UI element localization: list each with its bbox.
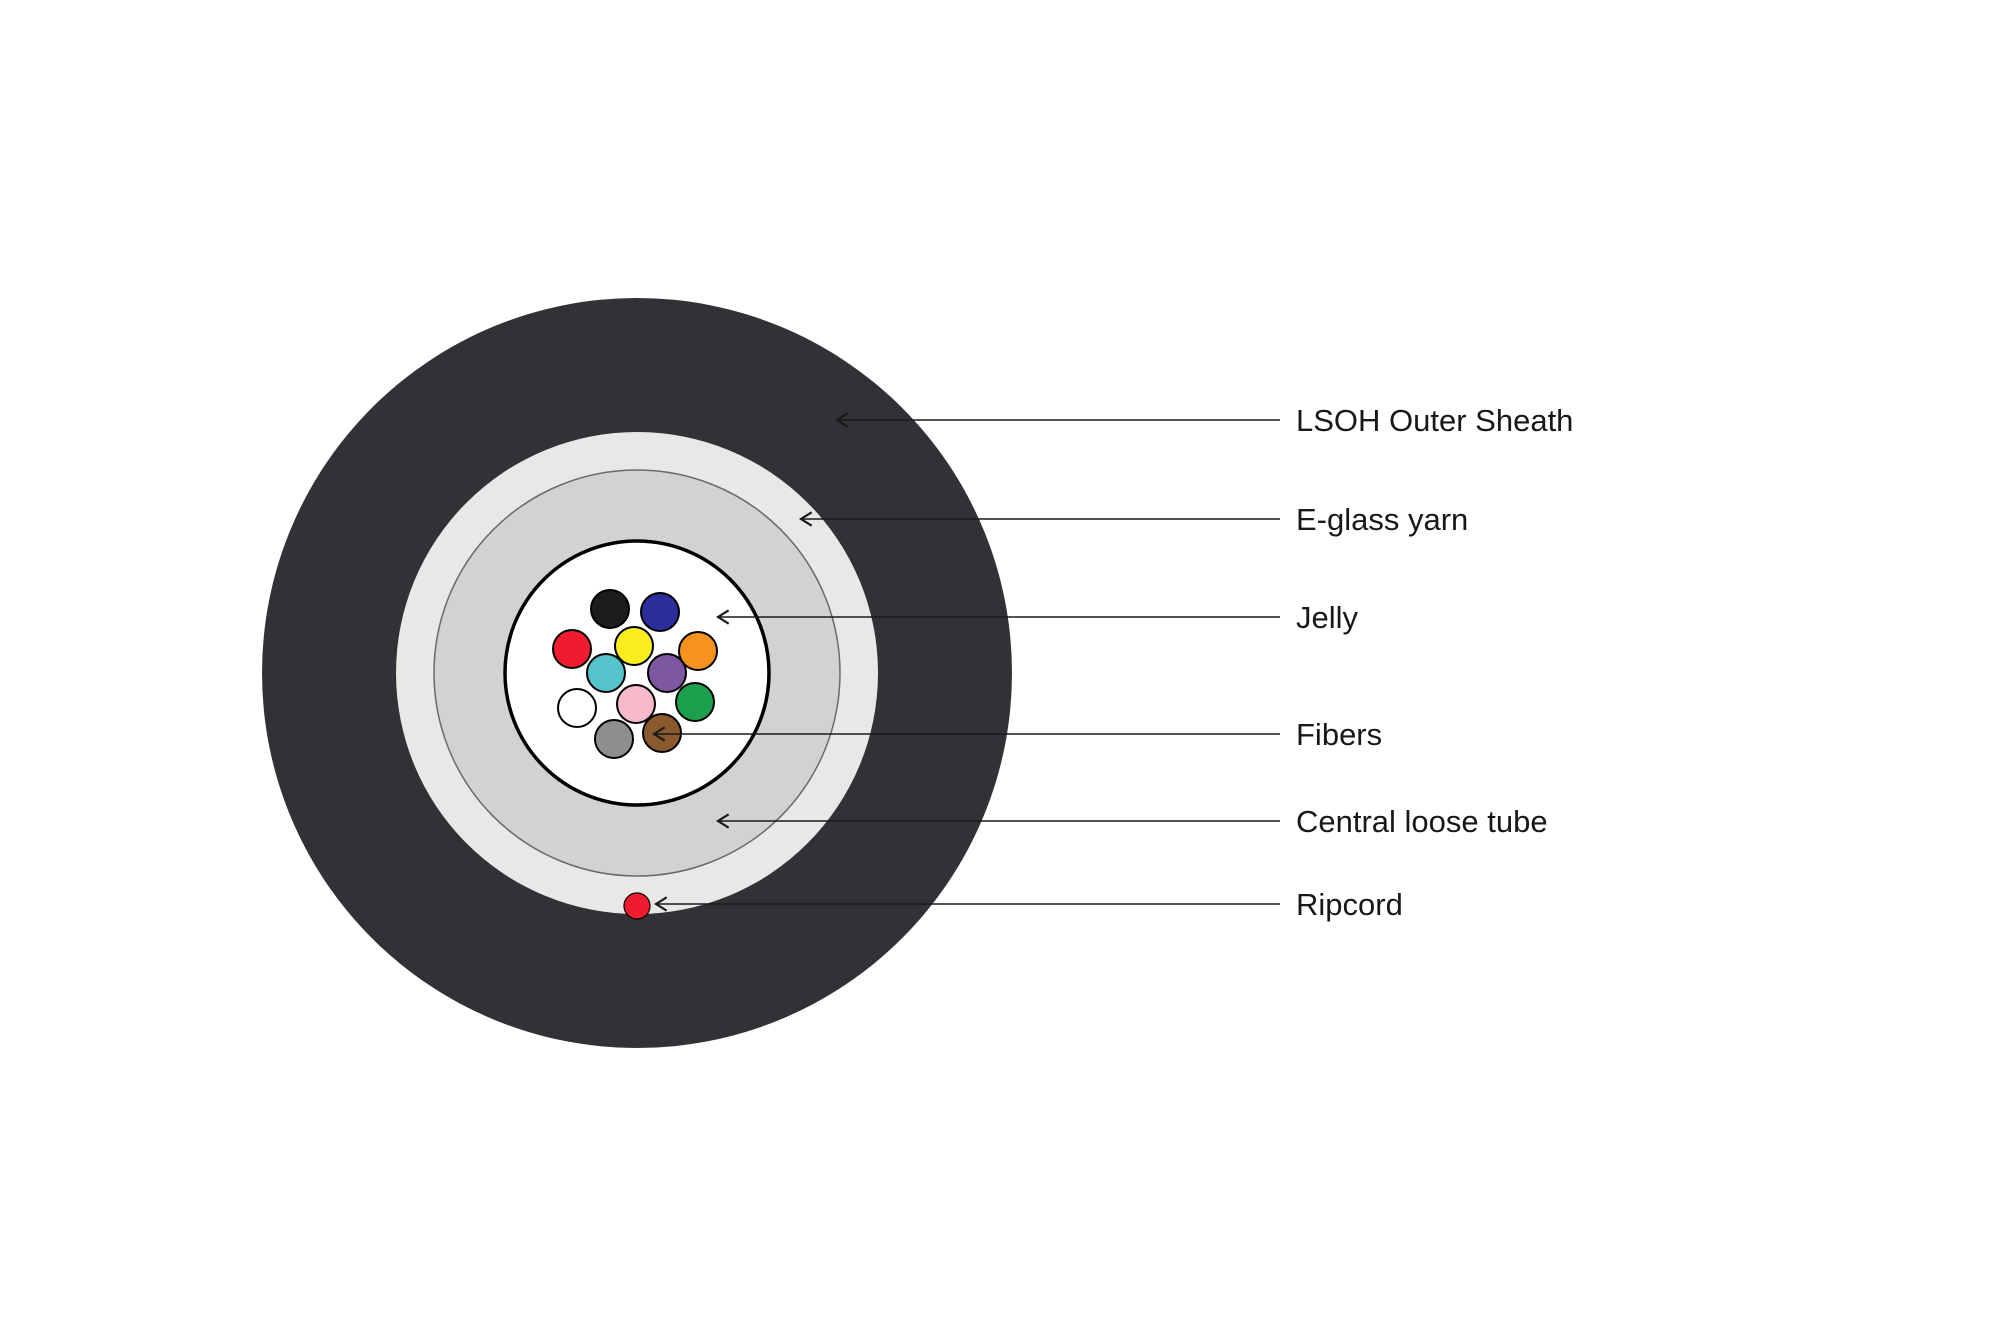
- fiber-dot-white: [557, 688, 597, 728]
- callouts-group: LSOH Outer Sheath E-glass yarn Jelly Fib…: [651, 403, 1573, 922]
- fiber-dot-orange: [678, 631, 718, 671]
- fiber-dot-slate: [594, 719, 634, 759]
- callout-label: E-glass yarn: [1296, 502, 1468, 537]
- callout-label: Central loose tube: [1296, 804, 1548, 839]
- fiber-dot-violet: [647, 653, 687, 693]
- callout-ripcord: Ripcord: [653, 887, 1403, 922]
- callout-label: Ripcord: [1296, 887, 1403, 922]
- callout-central-loose-tube: Central loose tube: [715, 804, 1548, 839]
- fibers-group: [552, 589, 718, 759]
- callout-lsoh-outer-sheath: LSOH Outer Sheath: [834, 403, 1573, 438]
- fiber-dot-black: [590, 589, 630, 629]
- callout-label: Jelly: [1296, 600, 1359, 635]
- callout-eglass-yarn: E-glass yarn: [798, 502, 1468, 537]
- callout-label: Fibers: [1296, 717, 1382, 752]
- callout-fibers: Fibers: [651, 717, 1382, 752]
- fiber-dot-yellow: [614, 626, 654, 666]
- fiber-dot-rose: [616, 684, 656, 724]
- jelly-core-circle: [503, 539, 771, 807]
- fiber-dot-aqua: [586, 653, 626, 693]
- fiber-dot-green: [675, 682, 715, 722]
- ripcord-dot: [623, 892, 651, 920]
- callout-label: LSOH Outer Sheath: [1296, 403, 1573, 438]
- callout-jelly: Jelly: [715, 600, 1359, 635]
- fiber-dot-red: [552, 629, 592, 669]
- fiber-dot-brown: [642, 713, 682, 753]
- fiber-dot-blue: [640, 592, 680, 632]
